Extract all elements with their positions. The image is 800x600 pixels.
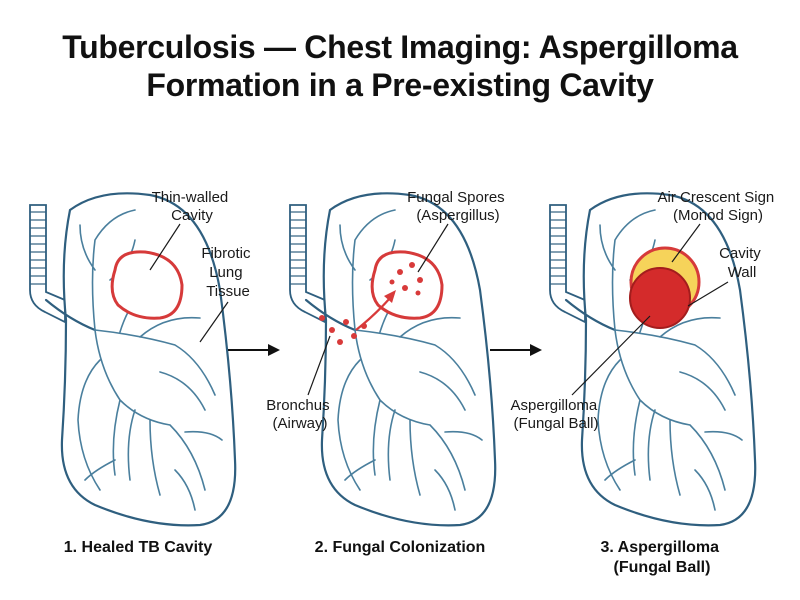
- panel-3-caption: 3. Aspergilloma (Fungal Ball): [600, 539, 723, 576]
- panel-1-cavity: [110, 250, 184, 320]
- panel-2-leader-bronchus: [307, 335, 331, 396]
- panel-2-spore-arrowhead-icon: [384, 290, 396, 303]
- panel-3-fungal-ball: [629, 267, 691, 329]
- panel-2-cavity: [370, 250, 444, 320]
- panel-1-leader-cavity: [149, 223, 181, 271]
- panel-2-spores-in-bronchus: [319, 315, 367, 345]
- panel-1-caption: 1. Healed TB Cavity: [64, 539, 213, 556]
- panel-3-leader-wall: [687, 281, 729, 307]
- panel-2-label-spores: Fungal Spores (Aspergillus): [407, 189, 509, 224]
- panel-2-lung: [288, 192, 497, 527]
- panel-2-label-bronchus: Bronchus (Airway): [266, 397, 334, 432]
- arrow-1-icon: [228, 344, 280, 356]
- panel-3-label-wall: Cavity Wall: [719, 245, 765, 281]
- panel-3-label-ball: Aspergilloma (Fungal Ball): [511, 397, 602, 432]
- diagram-title: Tuberculosis — Chest Imaging: Aspergillo…: [0, 28, 800, 104]
- title-line-1: Tuberculosis — Chest Imaging: Aspergillo…: [62, 29, 738, 65]
- panel-1-label-fibrotic: Fibrotic Lung Tissue: [201, 245, 254, 300]
- panel-1-label-cavity: Thin-walled Cavity: [152, 189, 233, 224]
- arrow-2-icon: [490, 344, 542, 356]
- panel-3-leader-crescent: [671, 223, 701, 263]
- panel-3-label-crescent: Air Crescent Sign (Monod Sign): [658, 189, 779, 224]
- panel-2-caption: 2. Fungal Colonization: [315, 539, 486, 556]
- panel-2-leader-spores: [417, 223, 449, 273]
- panel-1-lung: [28, 192, 237, 527]
- panel-3-leader-ball: [571, 315, 651, 396]
- panel-2-spore-path-arrow: [355, 297, 391, 331]
- panel-2-spores-in-cavity: [389, 262, 423, 296]
- panel-1-leader-fibrotic: [199, 301, 229, 343]
- panel-3-lung: [548, 192, 757, 527]
- title-line-2: Formation in a Pre-existing Cavity: [146, 67, 654, 103]
